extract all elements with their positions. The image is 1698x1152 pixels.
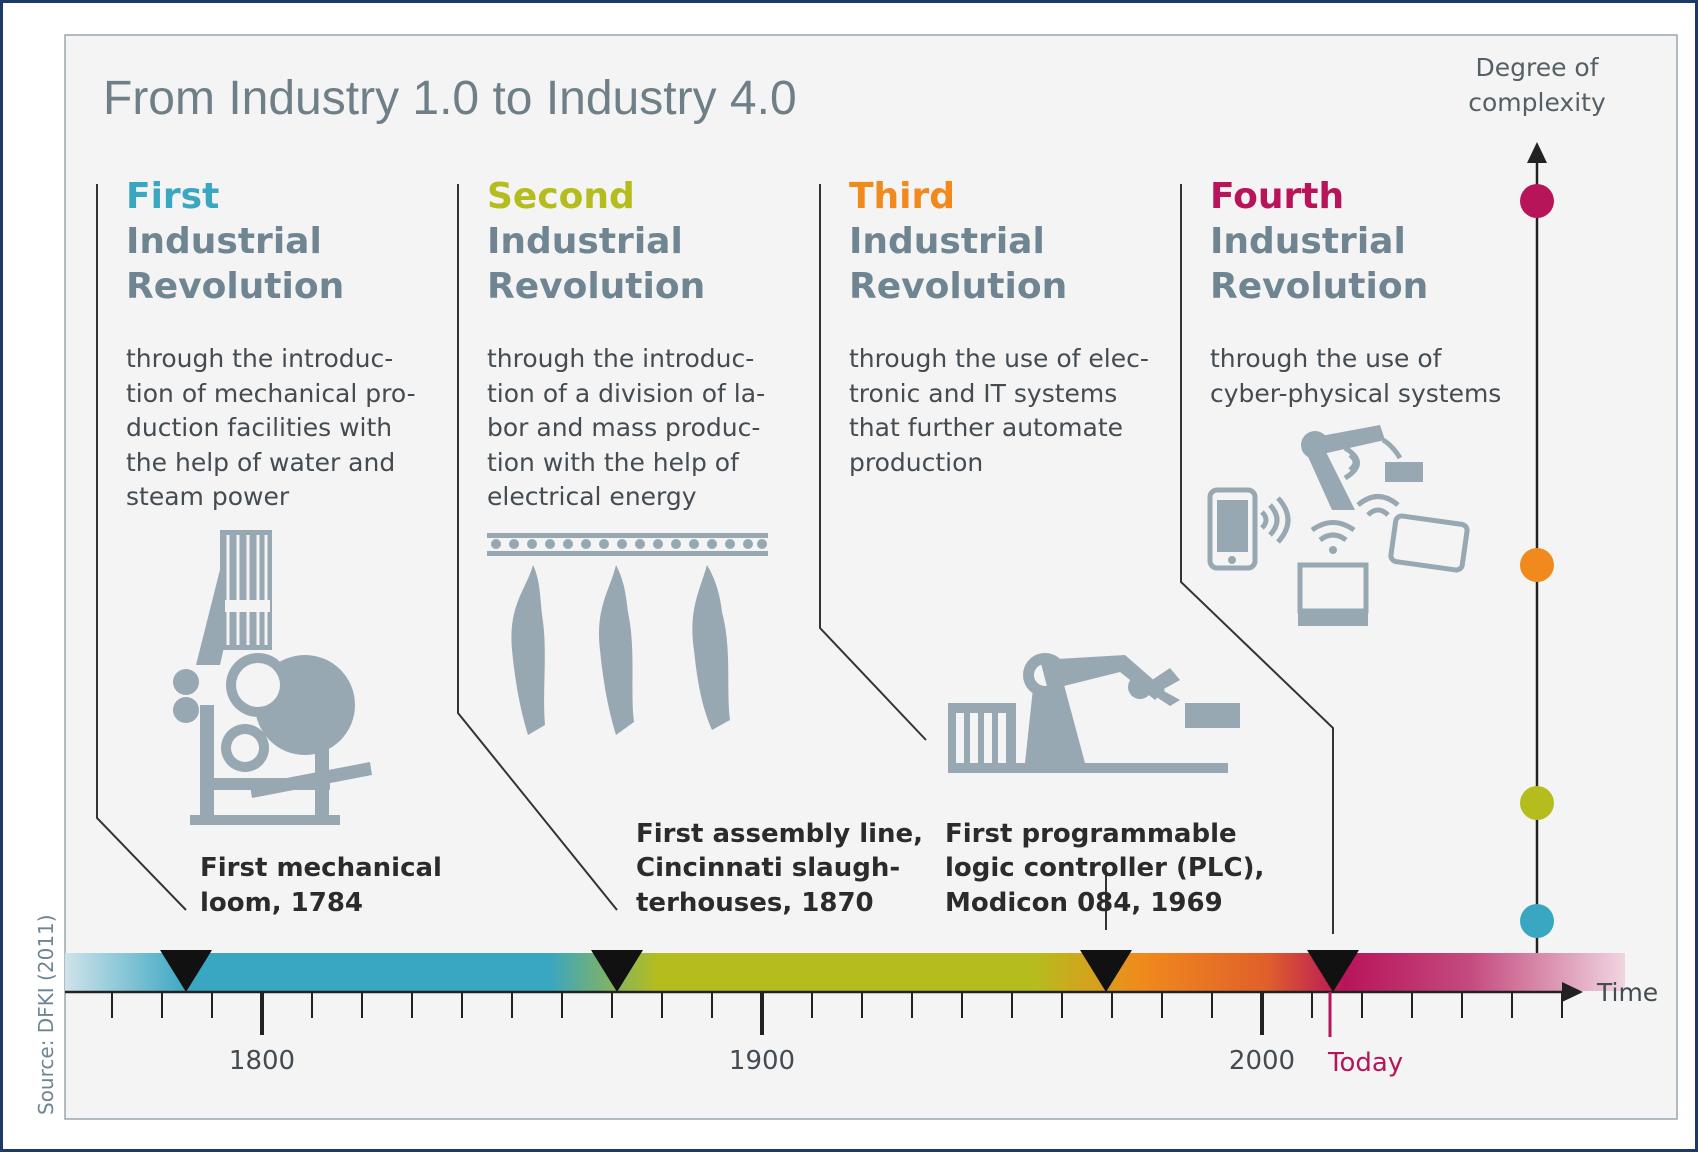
revolution-ordinal: First <box>126 176 219 217</box>
year-label-1800: 1800 <box>229 1046 295 1076</box>
year-label-2000: 2000 <box>1229 1046 1295 1076</box>
connector-second <box>457 184 618 911</box>
revolution-line2: Revolution <box>849 266 1067 307</box>
revolution-line2: Revolution <box>1210 266 1428 307</box>
y-axis-label-line2: complexity <box>1468 88 1606 117</box>
revolution-line1: Industrial <box>849 221 1045 262</box>
milestone-line: Cincinnati slaugh- <box>636 853 900 883</box>
description-line: through the introduc- <box>126 344 393 373</box>
milestone-first: First mechanical loom, 1784 <box>200 853 442 918</box>
revolution-heading-first: First Industrial Revolution <box>126 176 344 307</box>
source-label: Source: DFKI (2011) <box>34 914 58 1115</box>
revolution-ordinal: Third <box>849 176 955 217</box>
milestone-line: First programmable <box>945 819 1237 849</box>
cyber-physical-icon <box>1207 425 1470 626</box>
milestone-line: First mechanical <box>200 853 442 883</box>
inner-panel <box>64 34 1678 1120</box>
description-third: through the use of elec- tronic and IT s… <box>849 344 1149 477</box>
x-axis-arrow <box>1562 982 1583 1002</box>
milestone-third: First programmable logic controller (PLC… <box>945 819 1264 918</box>
laptop-icon <box>1297 562 1369 614</box>
milestone-line: logic controller (PLC), <box>945 853 1264 883</box>
description-line: duction facilities with <box>126 413 392 442</box>
milestone-second: First assembly line, Cincinnati slaugh- … <box>636 819 923 918</box>
description-line: through the use of elec- <box>849 344 1149 373</box>
page-title: From Industry 1.0 to Industry 4.0 <box>103 72 797 125</box>
mechanical-loom-icon <box>173 530 372 825</box>
description-line: tion with the help of <box>487 448 740 477</box>
revolution-line1: Industrial <box>1210 221 1406 262</box>
conveyor-rollers <box>491 539 767 549</box>
description-line: tronic and IT systems <box>849 379 1117 408</box>
milestone-marker-second <box>591 950 643 992</box>
complexity-dot-third <box>1520 548 1554 582</box>
x-axis-label: Time <box>1596 978 1658 1007</box>
description-line: the help of water and <box>126 448 395 477</box>
complexity-dot-fourth <box>1520 184 1554 218</box>
milestone-marker-fourth <box>1307 950 1359 992</box>
revolution-line2: Revolution <box>487 266 705 307</box>
description-line: through the use of <box>1210 344 1443 373</box>
milestone-marker-third <box>1080 950 1132 992</box>
revolution-heading-fourth: Fourth Industrial Revolution <box>1210 176 1428 307</box>
description-first: through the introduc- tion of mechanical… <box>126 344 416 511</box>
description-line: through the introduc- <box>487 344 754 373</box>
description-line: electrical energy <box>487 482 697 511</box>
milestone-line: terhouses, 1870 <box>636 888 874 918</box>
description-second: through the introduc- tion of a division… <box>487 344 765 511</box>
timeline-band <box>65 953 1625 991</box>
y-axis-arrow <box>1527 142 1547 163</box>
robot-arm-small-icon <box>1301 425 1423 510</box>
complexity-dot-first <box>1520 904 1554 938</box>
industrial-robot-icon <box>948 653 1240 773</box>
description-line: steam power <box>126 482 290 511</box>
revolution-heading-second: Second Industrial Revolution <box>487 176 705 307</box>
revolution-line1: Industrial <box>126 221 322 262</box>
revolution-line2: Revolution <box>126 266 344 307</box>
connector-third <box>819 184 927 741</box>
revolution-ordinal: Second <box>487 176 635 217</box>
x-axis-ticks <box>111 992 1563 1035</box>
milestone-marker-first <box>160 950 212 992</box>
milestone-line: Modicon 084, 1969 <box>945 888 1223 918</box>
description-line: that further automate <box>849 413 1123 442</box>
description-line: bor and mass produc- <box>487 413 760 442</box>
description-line: production <box>849 448 983 477</box>
complexity-dot-second <box>1520 786 1554 820</box>
y-axis-label-line1: Degree of <box>1475 53 1599 82</box>
assembly-line-icon <box>487 533 768 735</box>
description-line: tion of mechanical pro- <box>126 379 416 408</box>
connector-first <box>96 184 187 911</box>
revolution-heading-third: Third Industrial Revolution <box>849 176 1067 307</box>
revolution-line1: Industrial <box>487 221 683 262</box>
description-line: tion of a division of la- <box>487 379 765 408</box>
smartphone-icon <box>1207 487 1258 571</box>
revolution-ordinal: Fourth <box>1210 176 1344 217</box>
tablet-icon <box>1388 513 1470 573</box>
year-label-1900: 1900 <box>729 1046 795 1076</box>
milestone-line: loom, 1784 <box>200 888 363 918</box>
description-fourth: through the use of cyber-physical system… <box>1210 344 1501 408</box>
description-line: cyber-physical systems <box>1210 379 1501 408</box>
today-label: Today <box>1327 1048 1403 1078</box>
milestone-line: First assembly line, <box>636 819 923 849</box>
connector-fourth <box>1180 184 1334 934</box>
